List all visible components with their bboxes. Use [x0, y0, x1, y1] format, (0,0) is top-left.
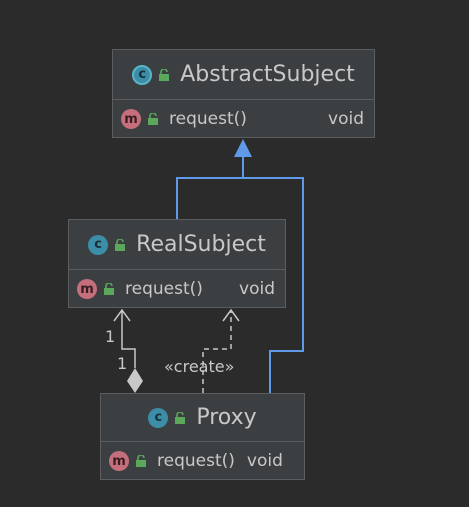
- lock-icon: [104, 283, 114, 295]
- dependency-line: [202, 310, 232, 393]
- inheritance-arrowhead: [234, 139, 252, 157]
- lock-icon: [148, 113, 158, 125]
- class-name: AbstractSubject: [180, 62, 355, 87]
- aggregation-source-multiplicity: 1: [105, 327, 116, 346]
- lock-icon: [115, 238, 126, 251]
- class-header: c RealSubject: [69, 220, 285, 270]
- aggregation-target-multiplicity: 1: [117, 354, 128, 373]
- method-icon: m: [121, 109, 141, 129]
- inheritance-line-realsubject: [176, 157, 244, 219]
- lock-icon: [159, 68, 170, 81]
- class-box-abstractsubject[interactable]: c AbstractSubject m request() void: [112, 49, 375, 138]
- method-return-type: void: [328, 109, 364, 129]
- method-row[interactable]: m request() void: [113, 100, 374, 138]
- method-icon: m: [77, 279, 97, 299]
- method-name: request(): [169, 109, 247, 129]
- class-box-realsubject[interactable]: c RealSubject m request() void: [68, 219, 286, 308]
- class-header: c Proxy: [101, 394, 304, 442]
- aggregation-diamond: [127, 368, 143, 393]
- aggregation-line: [121, 310, 136, 368]
- dependency-stereotype-label: «create»: [164, 357, 235, 376]
- method-return-type: void: [239, 279, 275, 299]
- class-name: Proxy: [196, 405, 257, 430]
- class-box-proxy[interactable]: c Proxy m request() void: [100, 393, 305, 480]
- aggregation-open-arrowhead: [113, 308, 131, 322]
- class-icon: c: [132, 64, 153, 85]
- class-header: c AbstractSubject: [113, 50, 374, 100]
- method-name: request(): [125, 279, 203, 299]
- inheritance-line-proxy: [243, 177, 304, 393]
- method-row[interactable]: m request() void: [101, 442, 304, 480]
- method-row[interactable]: m request() void: [69, 270, 285, 308]
- method-name: request(): [157, 451, 235, 471]
- class-icon: c: [148, 407, 169, 428]
- method-return-type: void: [246, 451, 283, 471]
- dependency-open-arrowhead: [222, 308, 240, 322]
- lock-icon: [136, 455, 146, 467]
- lock-icon: [175, 411, 186, 424]
- method-icon: m: [109, 451, 129, 471]
- class-icon: c: [88, 234, 109, 255]
- class-name: RealSubject: [136, 232, 266, 257]
